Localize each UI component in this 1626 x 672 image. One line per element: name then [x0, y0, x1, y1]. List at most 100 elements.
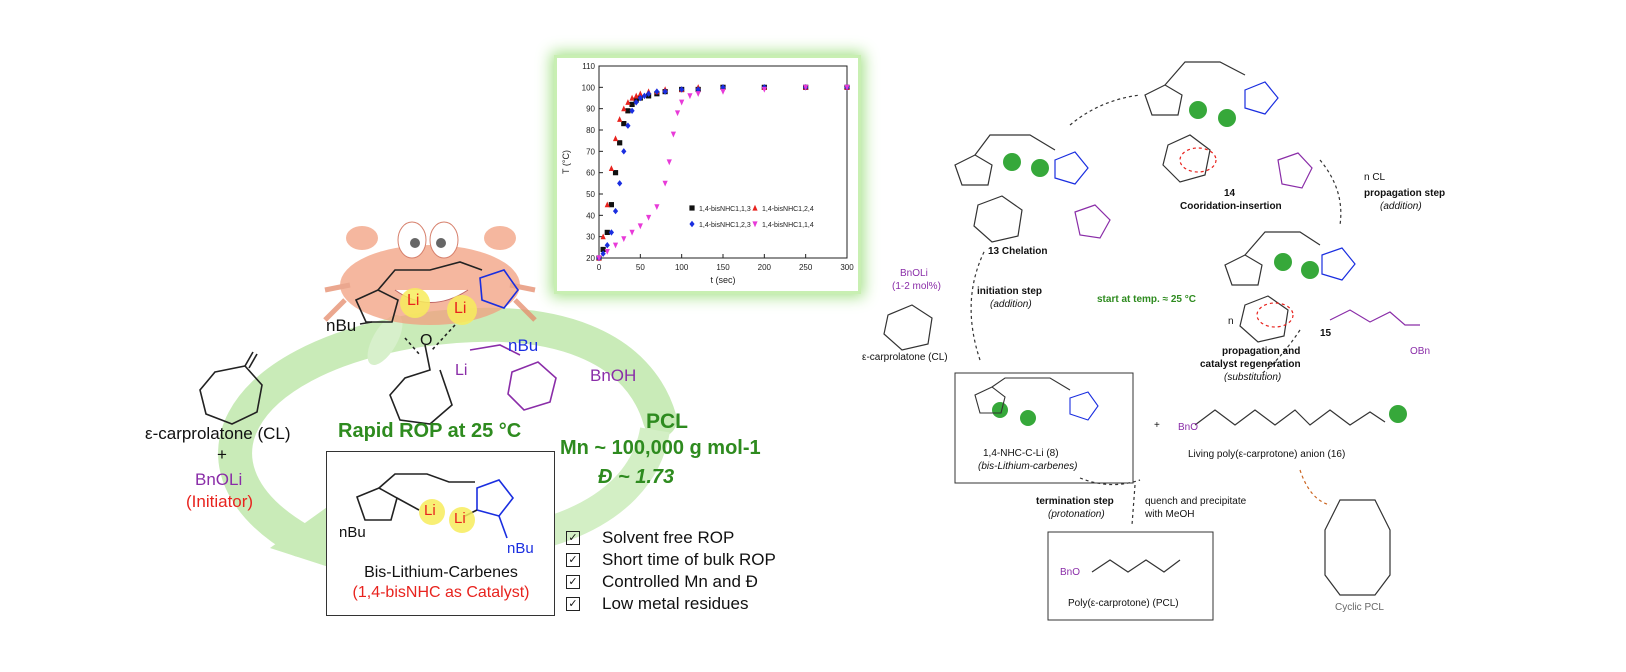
y-tick-label: 90	[586, 105, 595, 114]
li-spheres	[992, 101, 1407, 426]
start-temperature-label: start at temp. ≈ 25 °C	[1097, 294, 1196, 305]
bis-lithium-carbene-structure	[355, 473, 515, 539]
data-point	[687, 93, 693, 100]
catalyst-complex-structure	[354, 261, 557, 425]
y-tick-label: 60	[586, 169, 595, 178]
data-point	[752, 204, 758, 211]
bno-label: BnO	[1178, 422, 1199, 433]
initiator-role: (Initiator)	[186, 492, 254, 511]
nbu-label: nBu	[339, 524, 366, 541]
propagation-regeneration-label: propagation and	[1222, 346, 1301, 357]
data-point	[679, 99, 685, 106]
checklist-item: ✓Solvent free ROP	[566, 527, 776, 549]
data-point	[695, 86, 701, 93]
li-label: Li	[455, 362, 468, 379]
data-point	[641, 92, 648, 100]
initiation-addition-label: (addition)	[990, 299, 1032, 310]
data-point	[674, 110, 681, 117]
data-point	[670, 131, 676, 138]
x-axis-label: t (sec)	[710, 275, 735, 285]
cyclic-pcl-ring	[1324, 499, 1391, 596]
data-point	[625, 108, 631, 114]
benzyl-ring	[1277, 152, 1313, 189]
data-point	[608, 165, 614, 171]
imidazole-ring	[954, 154, 993, 186]
data-point	[596, 255, 602, 262]
imidazole-ring	[1244, 81, 1279, 115]
feature-checklist: ✓Solvent free ROP ✓ Short time of bulk ROP…	[566, 527, 776, 615]
checklist-text: Low metal residues	[602, 594, 749, 613]
coordination-highlight	[1179, 147, 1217, 173]
caprolactone-ring	[973, 195, 1023, 243]
initiator-name: BnOLi	[195, 470, 243, 489]
cyclization-arrow	[1299, 469, 1331, 506]
chelation-label: 13 Chelation	[988, 246, 1048, 257]
pcl-title: PCL	[646, 410, 688, 433]
data-point	[600, 246, 606, 253]
data-point	[617, 140, 623, 146]
imidazole-ring	[1144, 84, 1183, 116]
data-point	[720, 84, 726, 91]
protonation-label: (protonation)	[1048, 509, 1105, 520]
n-repeat-label: n	[1228, 316, 1234, 327]
catalyst-8-label: 1,4-NHC-C-Li (8)	[983, 448, 1059, 459]
checkbox-checked-icon: ✓	[566, 553, 580, 567]
y-axis-label: T (°C)	[561, 150, 571, 174]
x-tick-label: 300	[840, 263, 854, 272]
data-point	[637, 223, 643, 230]
oxygen-label: O	[420, 332, 433, 349]
legend-label: 1,4-bisNHC1,2,3	[699, 222, 751, 229]
data-point	[629, 94, 635, 101]
data-point	[612, 135, 619, 142]
leaf-icon	[300, 336, 360, 374]
catalyst-regeneration-label: catalyst regeneration	[1200, 359, 1301, 370]
x-tick-label: 150	[716, 263, 730, 272]
catalyst-box: Li Li nBu nBu Bis-Lithium-Carbenes (1,4-…	[326, 451, 555, 616]
data-point	[720, 89, 726, 95]
checklist-text: Controlled Mn and Đ	[602, 572, 758, 591]
cycle-arrow	[1079, 477, 1141, 486]
y-tick-label: 30	[586, 233, 595, 242]
butyl-linker	[1244, 231, 1321, 256]
dispersity-text: Đ ~ 1.73	[598, 466, 675, 488]
data-point	[761, 86, 767, 93]
substitution-label: (substitution)	[1224, 372, 1282, 383]
imidazole-ring	[1321, 247, 1356, 281]
data-point	[604, 229, 610, 235]
data-point	[689, 205, 695, 211]
bnoli-label: BnOLi	[900, 268, 928, 279]
data-point	[695, 91, 701, 97]
data-point	[844, 84, 850, 91]
living-anion-chain	[1194, 409, 1386, 426]
pcl-product-box	[1047, 531, 1214, 621]
checkbox-checked-icon: ✓	[566, 597, 580, 611]
cycle-arrow	[970, 249, 986, 361]
plus-sign: +	[1154, 420, 1160, 431]
cycle-arrow	[1259, 329, 1301, 376]
x-tick-label: 250	[799, 263, 813, 272]
data-point	[604, 249, 610, 255]
checklist-text: Short time of bulk ROP	[602, 550, 776, 569]
meoh-label: with MeOH	[1145, 509, 1195, 520]
cl-monomer-label: ε-carprolatone (CL)	[862, 352, 948, 363]
intermediate-14-number: 14	[1224, 188, 1236, 199]
nbu-label: nBu	[507, 540, 534, 557]
data-point	[600, 233, 606, 240]
butyl-linker	[1164, 61, 1246, 86]
benzyl-ring	[1074, 204, 1111, 239]
bnoh-label: BnOH	[590, 366, 637, 385]
catalyst-name: Bis-Lithium-Carbenes	[364, 564, 518, 581]
green-arrow-head	[270, 505, 338, 570]
coordination-highlight	[1256, 302, 1294, 328]
x-tick-label: 0	[597, 263, 602, 272]
propagation-step-label: propagation step	[1364, 188, 1446, 199]
data-point	[654, 88, 660, 95]
bno-label: BnO	[1060, 567, 1081, 578]
data-point	[629, 229, 635, 236]
mn-text: Mn ~ 100,000 g mol-1	[560, 437, 761, 459]
x-tick-label: 200	[758, 263, 772, 272]
polyester-chain	[1329, 309, 1420, 326]
pcl-chain	[1091, 559, 1181, 573]
